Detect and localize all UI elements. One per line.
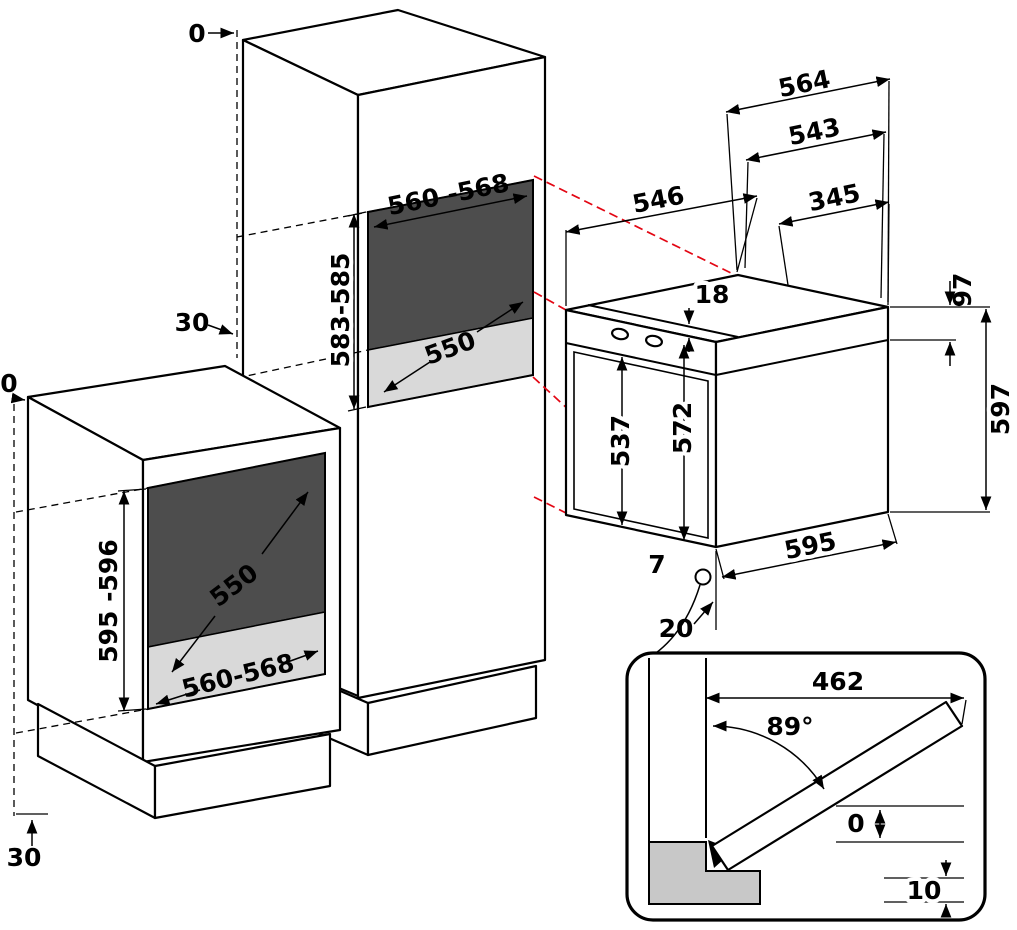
dim-oven-width-front-frame: 543	[786, 112, 843, 151]
dim-o ven-panel-height: 97	[948, 273, 977, 308]
hidden-edge	[236, 349, 369, 379]
dim-oven-width-back: 564	[776, 64, 833, 103]
oven-side-face	[714, 305, 890, 549]
oven-dimensions: 564 543 546 345 18 97 597 537 572	[565, 64, 1017, 663]
dim-line	[721, 539, 897, 580]
tall-cabinet-plinth-front	[366, 664, 538, 757]
dim-line-niche-depth	[261, 491, 309, 555]
projection-line	[533, 291, 567, 311]
base-cabinet-plinth-front	[153, 732, 332, 820]
dim-line-niche-depth	[171, 615, 216, 673]
dim-oven-depth-total: 546	[630, 180, 687, 218]
tall-niche-opening	[367, 178, 534, 409]
tall-cabinet-dimensions: 0 30 583-585 560 -568 550	[175, 19, 528, 412]
dim-line	[778, 199, 890, 227]
hidden-edge	[236, 211, 369, 238]
hidden-edge	[15, 708, 149, 734]
dim-oven-protrusion: 7	[648, 550, 665, 579]
dim-line	[725, 76, 891, 115]
dim-oven-depth-upper: 345	[806, 178, 863, 217]
projection-line	[533, 496, 567, 514]
dim-line-niche-width	[155, 689, 201, 706]
control-knob	[645, 334, 663, 348]
arrow-top-gap	[10, 392, 26, 404]
dim-oven-height-front: 572	[668, 402, 697, 454]
oven-door	[573, 351, 709, 539]
dim-oven-panel-step: 18	[695, 280, 730, 309]
ext-line	[744, 161, 749, 269]
dim-tall-rear-gap: 30	[175, 308, 210, 337]
arrow	[693, 601, 714, 625]
control-panel-bottom-front	[565, 342, 717, 376]
tall-cabinet-hidden-lines	[236, 30, 369, 379]
door-detail-inset: 89° 462 0 10	[625, 651, 987, 922]
dim-base-top-gap: 0	[0, 369, 17, 398]
dim-line	[745, 129, 887, 163]
dim-door-gap-zero: 0	[847, 809, 864, 838]
dim-line	[565, 193, 758, 235]
dim-line-niche-width	[281, 650, 319, 665]
dim-base-niche-height: 595 -596	[94, 539, 123, 662]
dim-door-open-depth: 462	[812, 667, 864, 696]
ext-line	[778, 225, 789, 286]
dim-oven-height-total: 597	[986, 383, 1015, 435]
base-cabinet	[26, 364, 342, 820]
dim-line-niche-depth	[476, 301, 524, 333]
dim-line-niche-width	[373, 193, 528, 230]
dim-tall-top-gap: 0	[188, 19, 205, 48]
control-knob	[611, 327, 629, 341]
ext-line	[887, 513, 898, 545]
open-door	[710, 700, 964, 872]
ext-line	[715, 548, 725, 580]
detail-callout-marker	[694, 568, 712, 586]
dim-door-floor-gap: 10	[907, 876, 942, 905]
ext-line	[961, 699, 967, 725]
dim-tall-niche-height: 583-585	[326, 253, 355, 368]
dim-oven-bottom-gap: 20	[659, 614, 694, 643]
dim-door-angle: 89°	[766, 712, 813, 741]
ext-line	[117, 488, 147, 492]
oven	[564, 273, 890, 549]
dim-line-niche-depth	[383, 361, 431, 393]
arrow-rear-gap	[207, 324, 234, 335]
base-niche-opening	[147, 451, 326, 711]
ext-line	[347, 406, 367, 412]
oven-top-step-line	[587, 304, 739, 338]
control-panel-bottom-side	[715, 339, 889, 376]
dim-base-bottom-gap: 30	[7, 843, 42, 872]
ext-line	[726, 113, 738, 271]
dim-oven-height-body: 537	[606, 415, 635, 467]
ext-line	[880, 133, 885, 299]
door-angle-arc	[712, 720, 825, 790]
